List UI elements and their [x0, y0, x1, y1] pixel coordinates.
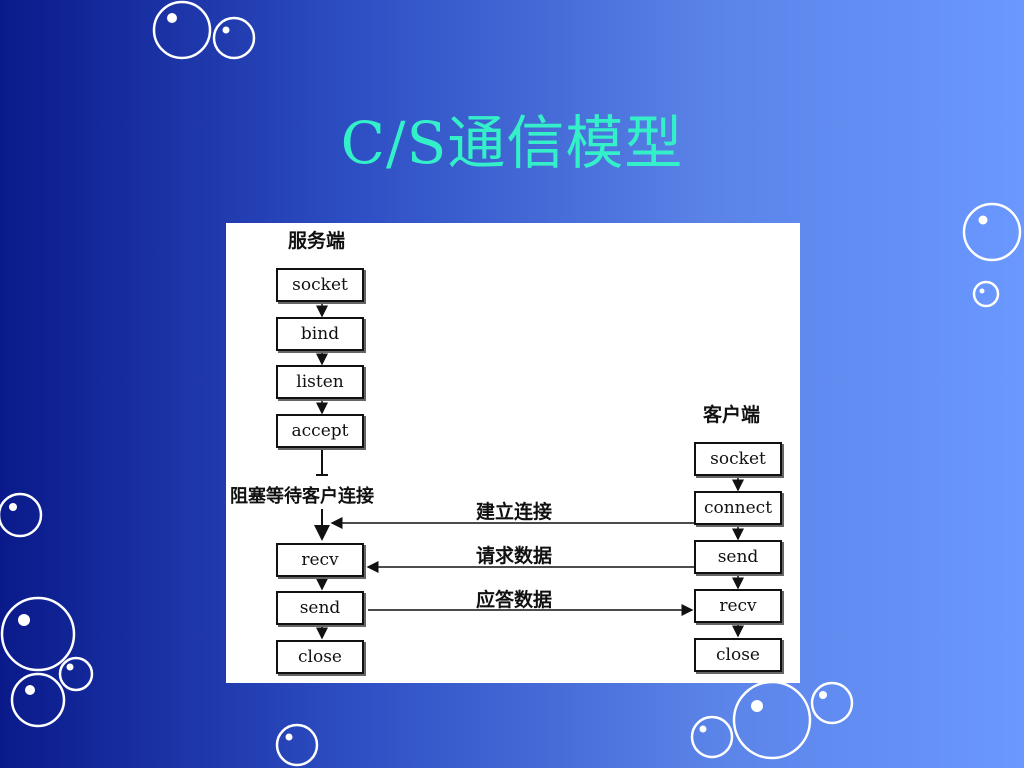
- bubble: [152, 0, 212, 60]
- bubble: [810, 681, 854, 725]
- bubble: [0, 492, 43, 538]
- connect-message-label: 建立连接: [476, 501, 553, 523]
- client-socket-box: socket: [694, 442, 782, 476]
- server-listen-box: listen: [276, 365, 364, 399]
- flow-connectors: [314, 303, 744, 640]
- bubble: [275, 723, 319, 767]
- client-recv-box: recv: [694, 589, 782, 623]
- client-heading: 客户端: [703, 404, 761, 426]
- server-accept-box: accept: [276, 414, 364, 448]
- server-wait-label: 阻塞等待客户连接: [230, 486, 374, 507]
- bubble: [972, 280, 1000, 308]
- server-heading: 服务端: [288, 230, 346, 252]
- server-close-box: close: [276, 640, 364, 674]
- bubble: [732, 680, 812, 760]
- client-connect-box: connect: [694, 491, 782, 525]
- bubble: [0, 596, 76, 672]
- slide-title: C/S通信模型: [340, 109, 684, 177]
- bubble: [962, 202, 1022, 262]
- bubble: [212, 16, 256, 60]
- bubble: [10, 672, 66, 728]
- server-send-box: send: [276, 591, 364, 625]
- cs-model-diagram: 服务端 socket bind listen accept 阻塞等待客户连接 r…: [226, 223, 800, 683]
- client-close-box: close: [694, 638, 782, 672]
- client-send-box: send: [694, 540, 782, 574]
- bubble: [58, 656, 94, 692]
- bubble: [690, 715, 734, 759]
- response-message-label: 应答数据: [476, 589, 553, 611]
- server-recv-box: recv: [276, 543, 364, 577]
- server-bind-box: bind: [276, 317, 364, 351]
- request-message-label: 请求数据: [476, 545, 553, 567]
- server-socket-box: socket: [276, 268, 364, 302]
